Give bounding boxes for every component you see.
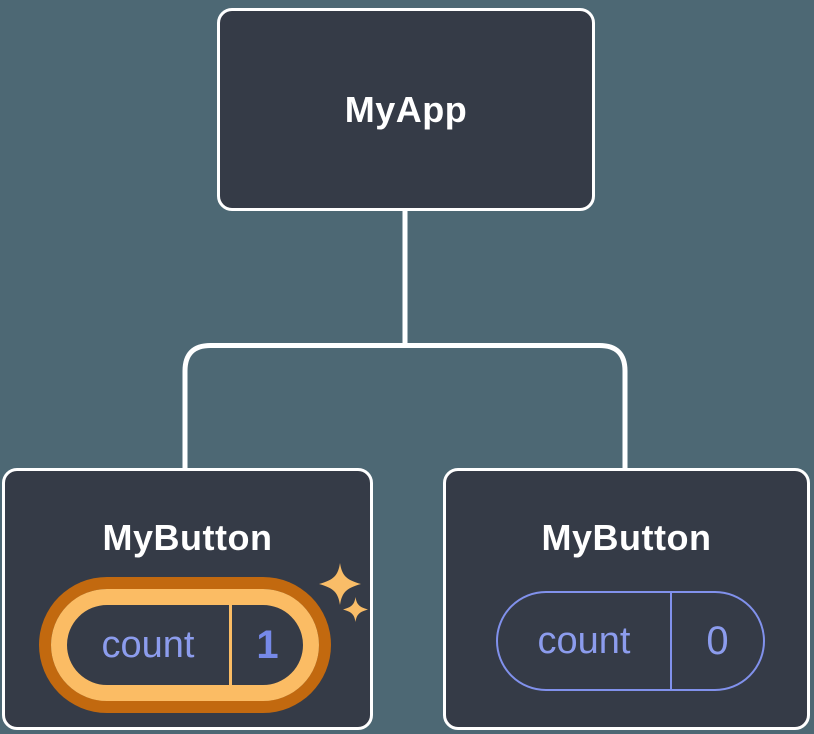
state-pill-highlighted: count 1	[51, 589, 319, 701]
state-name: count	[537, 619, 631, 662]
pill-divider	[229, 605, 232, 685]
state-pill: count 0	[496, 591, 765, 691]
component-label: MyButton	[102, 517, 273, 558]
state-name: count	[101, 623, 195, 666]
pill-divider	[670, 593, 672, 689]
component-node-child-right: MyButton count 0	[443, 468, 810, 730]
component-label: MyApp	[344, 88, 468, 130]
sparkle-icon-small	[343, 597, 368, 622]
state-value: 1	[256, 622, 279, 667]
component-node-root: MyApp	[217, 8, 595, 211]
component-node-child-left: MyButton count 1	[2, 468, 373, 730]
component-label: MyButton	[541, 517, 712, 558]
sparkle-icon-large	[319, 563, 361, 605]
state-value: 0	[706, 618, 729, 663]
